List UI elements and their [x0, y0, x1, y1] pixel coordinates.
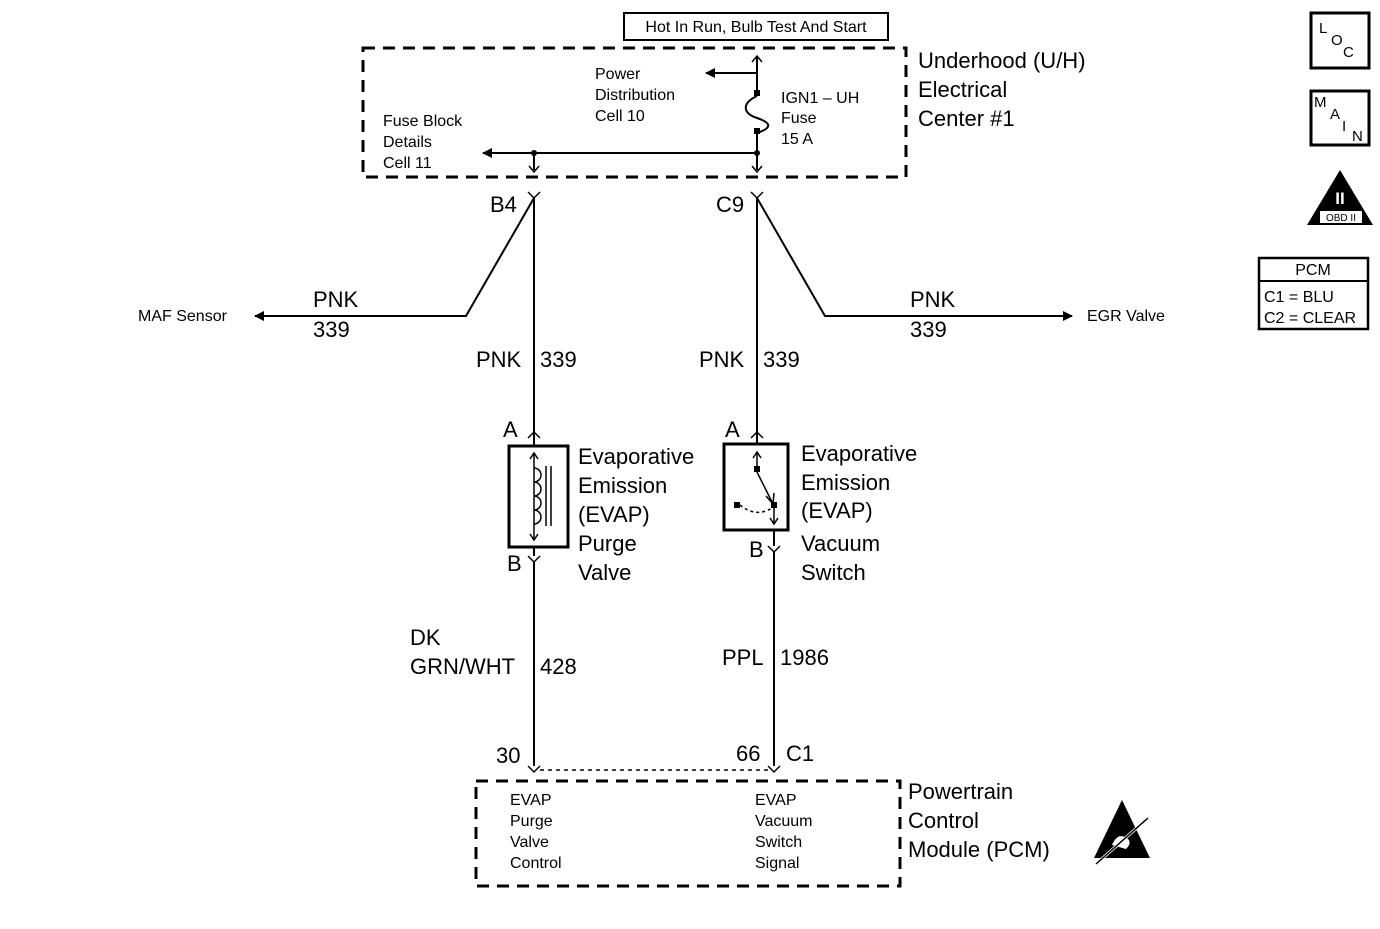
fuse-label-1: IGN1 – UH — [781, 90, 859, 107]
left-vert-color: PNK — [476, 347, 522, 372]
pin-30-label: 30 — [496, 743, 520, 768]
purge-valve-component — [507, 432, 570, 556]
connector-b-right-label: B — [749, 537, 764, 562]
loc-letter-1: L — [1319, 20, 1327, 37]
purge-valve-label-3: (EVAP) — [578, 502, 650, 527]
uh-center-label-3: Center #1 — [918, 106, 1015, 131]
power-label: Hot In Run, Bulb Test And Start — [645, 19, 867, 36]
fuse-block-label-1: Fuse Block — [383, 113, 463, 130]
left-vert-circuit: 339 — [540, 347, 577, 372]
connector-b4: B4 — [490, 191, 541, 217]
connector-a-right-label: A — [725, 417, 740, 442]
egr-wire-color: PNK — [910, 287, 956, 312]
legend-row-2: C2 = CLEAR — [1264, 310, 1356, 327]
fuse-label-3: 15 A — [781, 131, 813, 148]
vacuum-switch-component — [722, 432, 790, 546]
fuse-icon — [744, 95, 770, 134]
main-icon[interactable]: M A I N — [1309, 89, 1371, 147]
pcm-left-label-2: Purge — [510, 813, 553, 830]
connector-a-left-label: A — [503, 417, 518, 442]
main-letter-1: M — [1314, 94, 1327, 111]
connector-b-left-label: B — [507, 551, 522, 576]
fuse-label-2: Fuse — [781, 110, 817, 127]
vacuum-switch-label-4: Vacuum — [801, 531, 880, 556]
pcm-title-2: Control — [908, 808, 979, 833]
pcm-title-3: Module (PCM) — [908, 837, 1050, 862]
loc-letter-3: C — [1343, 44, 1354, 61]
pcm-connector-legend: PCM C1 = BLU C2 = CLEAR — [1257, 256, 1370, 331]
pcm-right-label-3: Switch — [755, 834, 802, 851]
power-dist-label-1: Power — [595, 66, 641, 83]
maf-sensor-label: MAF Sensor — [138, 308, 228, 325]
purge-valve-label-1: Evaporative — [578, 444, 694, 469]
wire-to-maf-sensor — [254, 197, 535, 321]
pcm-right-label-4: Signal — [755, 855, 799, 872]
esd-warning-icon — [1094, 800, 1150, 866]
right-vert-color: PNK — [699, 347, 745, 372]
loc-letter-2: O — [1331, 32, 1343, 49]
pcm-left-label-1: EVAP — [510, 792, 552, 809]
purge-pcm-color-2: GRN/WHT — [410, 654, 515, 679]
obd-numeral: II — [1335, 189, 1344, 208]
purge-valve-label-2: Emission — [578, 473, 667, 498]
connector-c9: C9 — [716, 191, 764, 217]
legend-row-1: C1 = BLU — [1264, 289, 1334, 306]
uh-center-label-1: Underhood (U/H) — [918, 48, 1086, 73]
uh-center-label-2: Electrical — [918, 77, 1007, 102]
main-letter-3: I — [1342, 118, 1346, 135]
connector-c1-label: C1 — [786, 741, 814, 766]
main-letter-4: N — [1352, 128, 1363, 145]
pcm-left-label-3: Valve — [510, 834, 549, 851]
vacuum-switch-label-2: Emission — [801, 470, 890, 495]
power-dist-label-3: Cell 10 — [595, 108, 645, 125]
purge-pcm-circuit: 428 — [540, 654, 577, 679]
egr-valve-label: EGR Valve — [1087, 308, 1165, 325]
purge-pcm-color-1: DK — [410, 625, 441, 650]
connector-c9-label: C9 — [716, 192, 744, 217]
egr-wire-circuit: 339 — [910, 317, 947, 342]
power-dist-label-2: Distribution — [595, 87, 675, 104]
vacuum-switch-label-5: Switch — [801, 560, 866, 585]
pcm-right-label-1: EVAP — [755, 792, 797, 809]
pcm-right-label-2: Vacuum — [755, 813, 813, 830]
maf-wire-color: PNK — [313, 287, 359, 312]
right-vert-circuit: 339 — [763, 347, 800, 372]
uh-electrical-center-box — [361, 46, 908, 179]
connector-b4-label: B4 — [490, 192, 517, 217]
main-letter-2: A — [1330, 106, 1340, 123]
pin-66-label: 66 — [736, 741, 760, 766]
power-label-box: Hot In Run, Bulb Test And Start — [623, 12, 889, 41]
loc-icon[interactable]: L O C — [1309, 11, 1371, 70]
purge-valve-label-5: Valve — [578, 560, 631, 585]
switch-contact-icon — [756, 471, 773, 503]
obd-text: OBD II — [1326, 213, 1356, 224]
pcm-title-1: Powertrain — [908, 779, 1013, 804]
vacuum-switch-label-1: Evaporative — [801, 441, 917, 466]
fuse-block-label-2: Details — [383, 134, 432, 151]
power-distribution-wiring — [482, 54, 770, 174]
obd-ii-icon[interactable]: II OBD II — [1307, 170, 1373, 225]
switch-pcm-circuit: 1986 — [780, 645, 829, 670]
pcm-box — [474, 779, 902, 888]
vacuum-switch-label-3: (EVAP) — [801, 498, 873, 523]
solenoid-coil-icon — [533, 467, 542, 525]
fuse-block-label-3: Cell 11 — [383, 155, 432, 172]
wire-to-egr-valve — [756, 197, 1073, 321]
pcm-left-label-4: Control — [510, 855, 562, 872]
switch-pcm-color: PPL — [722, 645, 764, 670]
legend-title: PCM — [1295, 262, 1331, 279]
purge-valve-label-4: Purge — [578, 531, 637, 556]
maf-wire-circuit: 339 — [313, 317, 350, 342]
